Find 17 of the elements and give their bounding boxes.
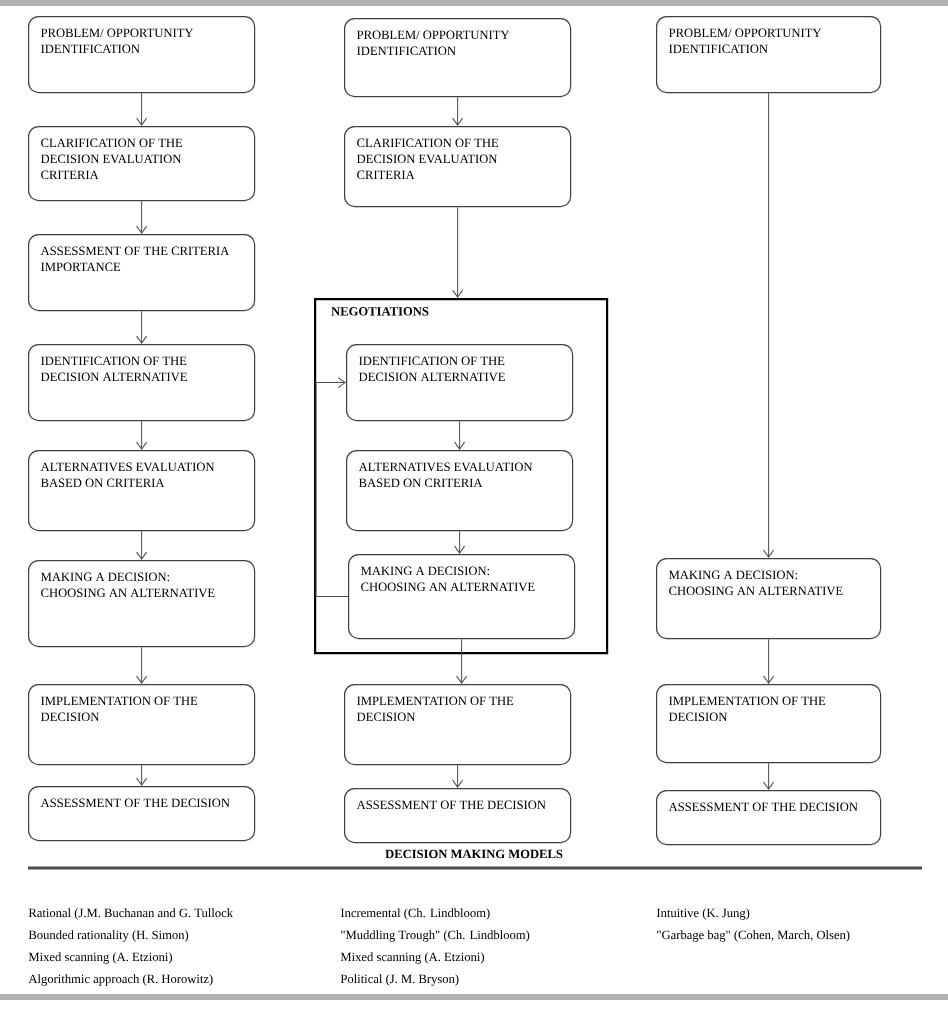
arrow	[452, 96, 464, 126]
arrow	[136, 764, 148, 786]
arrow	[136, 310, 148, 344]
arrow	[315, 377, 349, 598]
arrow	[454, 530, 466, 554]
arrow	[763, 638, 775, 684]
arrow	[136, 92, 148, 126]
arrow	[454, 420, 466, 450]
arrow	[136, 420, 148, 450]
arrow	[452, 764, 464, 788]
arrow	[136, 646, 148, 684]
arrow	[452, 206, 464, 298]
arrow	[763, 92, 775, 558]
arrow	[136, 200, 148, 234]
arrow	[136, 530, 148, 560]
arrow	[763, 762, 775, 790]
arrow	[456, 638, 468, 684]
